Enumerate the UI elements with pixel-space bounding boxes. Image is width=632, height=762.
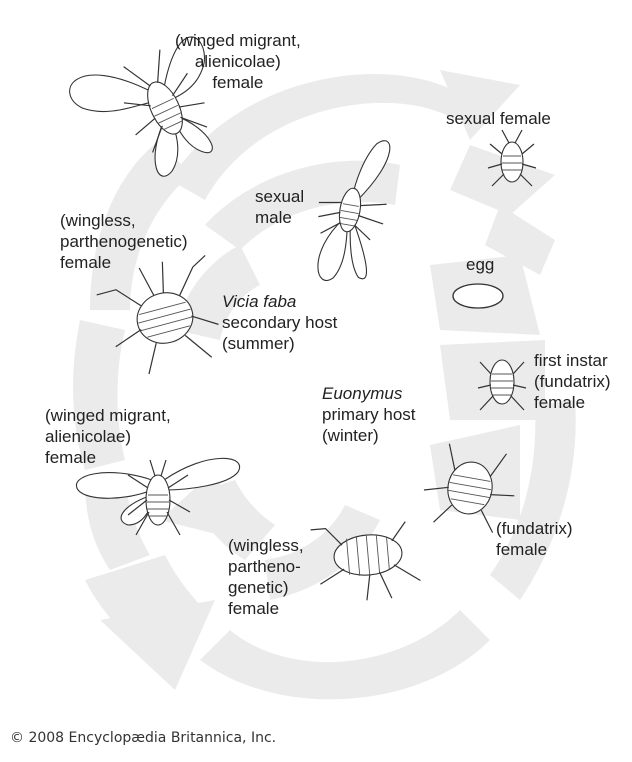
label-winged-migrant-left: (winged migrant, alienicolae) female bbox=[45, 405, 171, 468]
copyright-notice: © 2008 Encyclopædia Britannica, Inc. bbox=[10, 730, 276, 746]
label-egg: egg bbox=[466, 254, 494, 275]
egg-icon bbox=[453, 284, 503, 308]
label-first-instar: first instar (fundatrix) female bbox=[534, 350, 611, 413]
winged-aphid-icon bbox=[306, 131, 398, 288]
label-sexual-male: sexual male bbox=[255, 186, 304, 228]
label-fundatrix: (fundatrix) female bbox=[496, 518, 573, 560]
label-secondary-host: Vicia faba secondary host (summer) bbox=[222, 291, 337, 354]
label-wingless-bottom: (wingless, partheno- genetic) female bbox=[228, 535, 304, 619]
label-primary-host: Euonymus primary host (winter) bbox=[322, 383, 416, 446]
label-sexual-female: sexual female bbox=[446, 108, 551, 129]
label-wingless-left: (wingless, parthenogenetic) female bbox=[60, 210, 188, 273]
label-winged-migrant-top: (winged migrant, alienicolae) female bbox=[175, 30, 301, 93]
